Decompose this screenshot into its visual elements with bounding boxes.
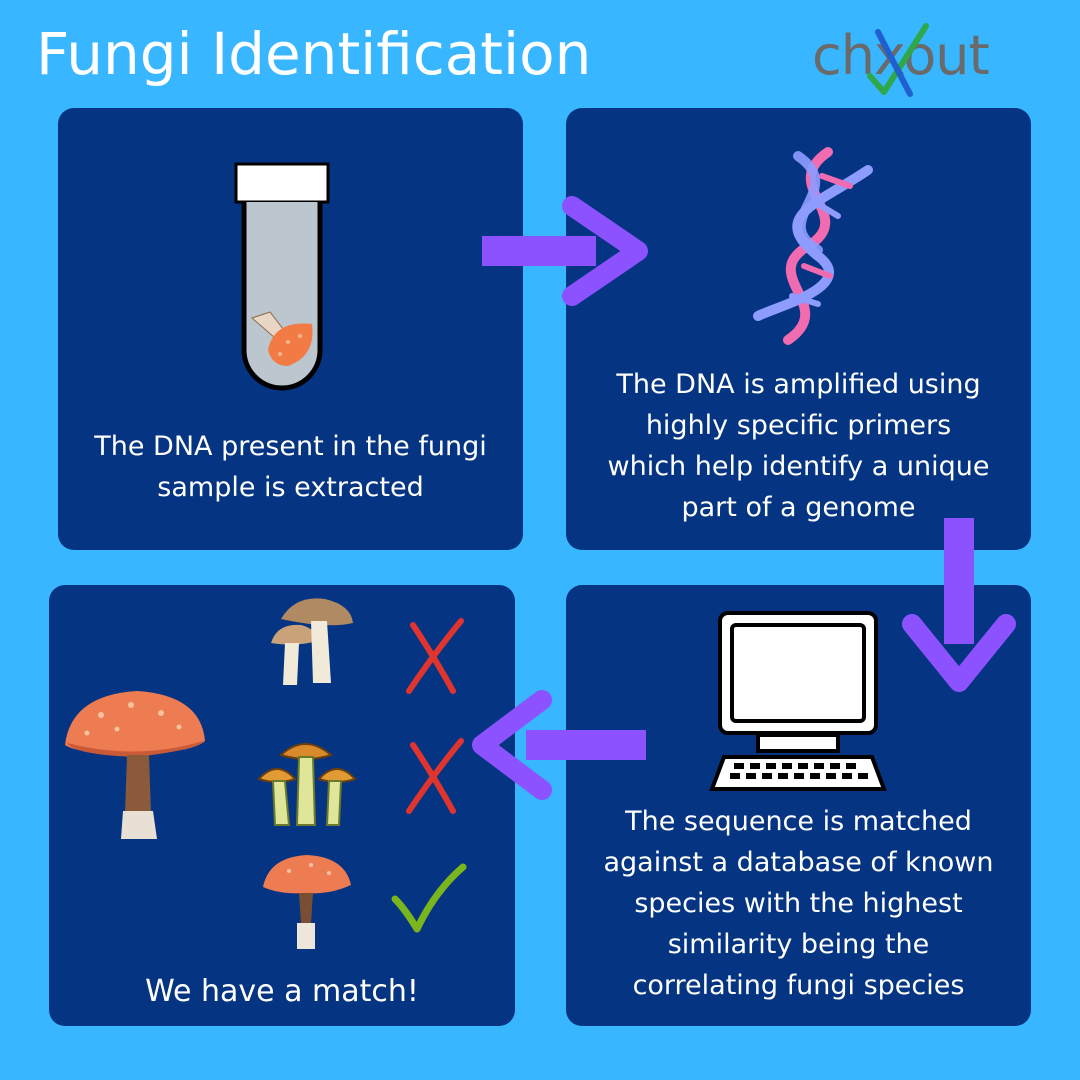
- page-title: Fungi Identification: [36, 20, 592, 88]
- mushroom-sample-icon: [251, 311, 313, 366]
- cross-mark-icon: [406, 618, 464, 694]
- step-1-caption: The DNA present in the fungi sample is e…: [94, 431, 487, 503]
- dna-helix-icon: [753, 147, 873, 345]
- keyboard-keys-icon: [730, 763, 868, 779]
- step-1-extraction-panel: The DNA present in the fungi sample is e…: [58, 108, 523, 550]
- logo-check-mark: [867, 23, 929, 97]
- test-tube-icon: [234, 162, 330, 391]
- arrow-down-icon: [902, 518, 1016, 692]
- step-3-matching-panel: The sequence is matched against a databa…: [566, 585, 1031, 1026]
- step-2-caption: The DNA is amplified using highly specif…: [607, 369, 990, 523]
- computer-icon: [709, 611, 887, 791]
- step-3-caption: The sequence is matched against a databa…: [603, 806, 994, 1001]
- candidate-mushroom-2-icon: [257, 743, 357, 826]
- brand-logo: chxout: [808, 18, 1008, 98]
- step-4-result-panel: We have a match!: [49, 585, 515, 1026]
- step-2-amplification-panel: The DNA is amplified using highly specif…: [566, 108, 1031, 550]
- sample-mushroom-icon: [65, 691, 205, 839]
- matching-mushroom-icon: [263, 855, 351, 949]
- check-mark-icon: [391, 863, 467, 933]
- arrow-right-icon: [482, 196, 648, 306]
- cross-mark-icon: [406, 738, 464, 814]
- step-4-caption: We have a match!: [145, 974, 419, 1009]
- arrow-left-icon: [472, 690, 646, 800]
- candidate-mushroom-1-icon: [271, 598, 353, 685]
